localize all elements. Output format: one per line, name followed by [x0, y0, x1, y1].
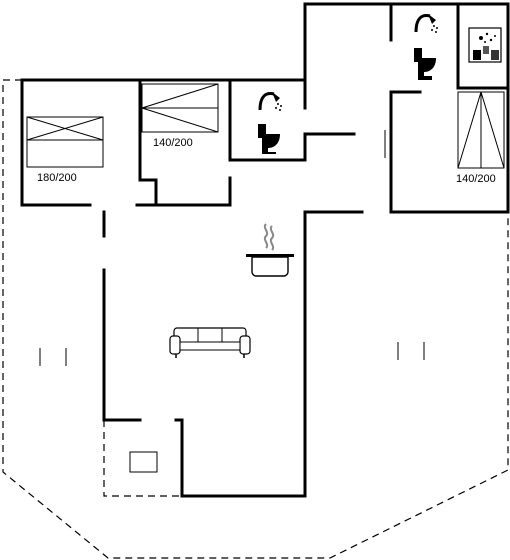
terrace-outline	[2, 79, 509, 559]
bedroom-3: 140/200	[456, 91, 505, 185]
interior-walls	[102, 2, 510, 498]
exterior-walls	[20, 2, 510, 498]
bed-icon	[457, 91, 505, 169]
bed-icon	[26, 116, 104, 168]
shower-toilet-icon	[414, 14, 438, 80]
bed-icon	[141, 83, 219, 133]
bedroom-2: 140/200	[141, 83, 219, 149]
bed-size-label: 140/200	[456, 173, 496, 185]
terrace-marker-right	[397, 342, 425, 360]
shower-toilet-icon	[258, 92, 282, 154]
bedroom-1: 180/200	[26, 116, 104, 184]
sofa-icon	[169, 327, 251, 358]
annex-outline	[103, 420, 182, 497]
sauna-icon	[468, 27, 502, 63]
bed-size-label: 180/200	[37, 172, 77, 184]
cooking-pot-icon	[246, 223, 294, 277]
bed-size-label: 140/200	[153, 137, 193, 149]
door-markers	[230, 130, 386, 161]
terrace-marker-left	[39, 348, 67, 366]
